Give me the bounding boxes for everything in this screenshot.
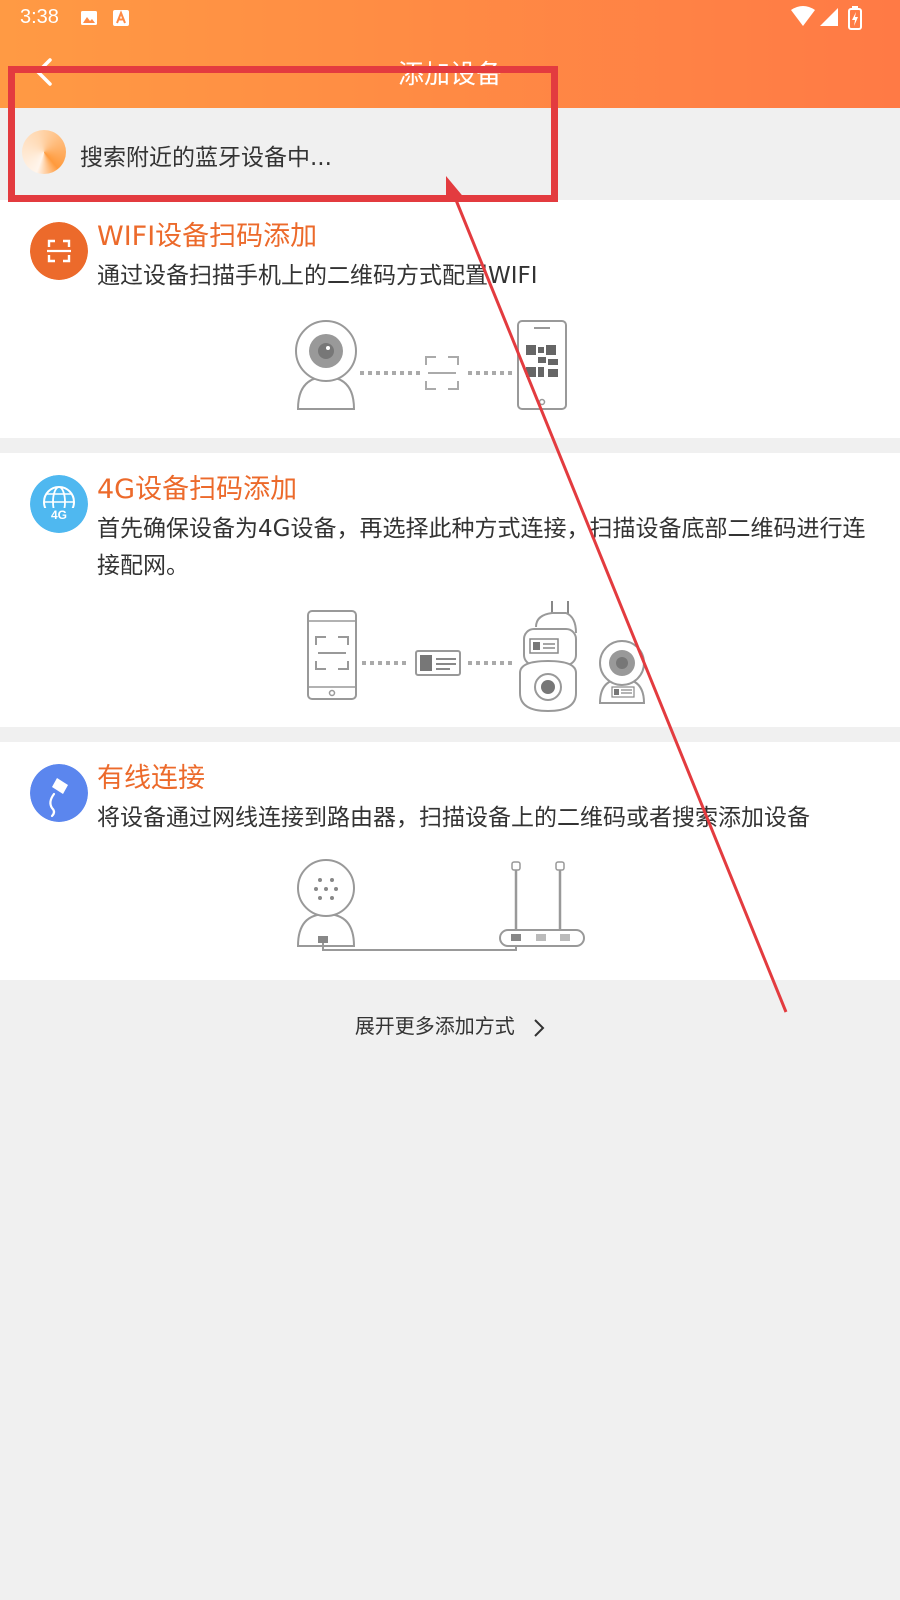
card-description: 通过设备扫描手机上的二维码方式配置WIFI <box>97 263 538 289</box>
status-time: 3:38 <box>20 6 59 28</box>
image-icon <box>81 11 97 25</box>
card-title: WIFI设备扫码添加 <box>97 221 318 252</box>
page-title: 添加设备 <box>397 60 502 90</box>
status-bar: 3:38 <box>0 0 900 36</box>
cellular-signal-icon <box>820 8 838 26</box>
cable-icon <box>30 764 88 822</box>
card-description: 首先确保设备为4G设备，再选择此种方式连接，扫描设备底部二维码进行连接配网。 <box>97 516 866 579</box>
wired-connection-card[interactable]: 有线连接 将设备通过网线连接到路由器，扫描设备上的二维码或者搜索添加设备 <box>0 742 900 980</box>
wifi-scan-add-card[interactable]: WIFI设备扫码添加 通过设备扫描手机上的二维码方式配置WIFI <box>0 200 900 438</box>
loading-spinner-icon <box>22 130 66 174</box>
annotation-highlight-box <box>8 66 558 202</box>
chevron-right-icon <box>534 1018 545 1037</box>
expand-more-methods-label: 展开更多添加方式 <box>354 1014 515 1038</box>
scan-icon <box>30 222 88 280</box>
card-title: 有线连接 <box>97 763 205 794</box>
4g-scan-add-card[interactable]: 4G 4G设备扫码添加 首先确保设备为4G设备，再选择此种方式连接，扫描设备底部… <box>0 453 900 727</box>
card-title: 4G设备扫码添加 <box>97 474 298 505</box>
globe-4g-icon: 4G <box>30 475 88 533</box>
expand-more-methods-button[interactable]: 展开更多添加方式 <box>0 1010 900 1039</box>
bluetooth-search-text: 搜索附近的蓝牙设备中... <box>80 145 332 171</box>
font-a-icon <box>113 10 129 26</box>
battery-charging-icon <box>848 6 862 30</box>
card-description: 将设备通过网线连接到路由器，扫描设备上的二维码或者搜索添加设备 <box>97 805 810 831</box>
wifi-qr-illustration <box>295 320 567 410</box>
svg-text:4G: 4G <box>51 508 67 522</box>
wifi-icon <box>791 6 815 26</box>
app-header: 3:38 添加设备 <box>0 0 900 108</box>
wired-router-illustration <box>296 859 585 951</box>
4g-device-illustration <box>307 601 646 713</box>
